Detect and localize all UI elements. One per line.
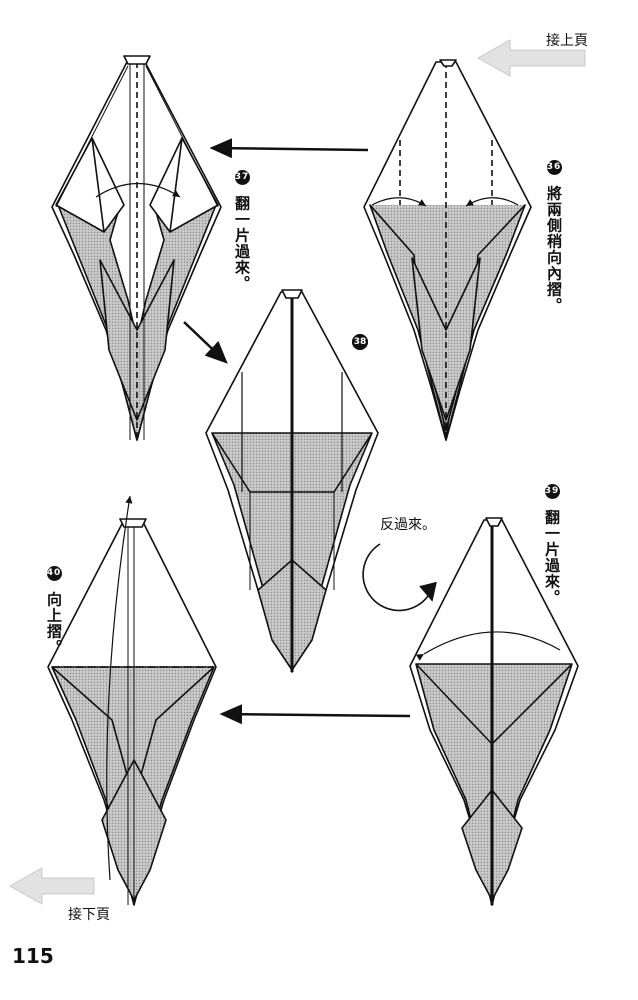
turn-over-label: 反過來。 xyxy=(380,517,436,533)
flow-arrow-37-to-38 xyxy=(183,321,228,364)
step-40-label: 40 向上摺。 xyxy=(44,566,65,655)
step-36-number: 36 xyxy=(546,160,562,175)
flow-arrow-39-to-40 xyxy=(219,704,411,725)
step-36-figure xyxy=(363,59,532,441)
step-40-number: 40 xyxy=(46,566,62,581)
page-number: 115 xyxy=(12,944,54,968)
step-38-number: 38 xyxy=(352,334,368,350)
next-page-label[interactable]: 接下頁 xyxy=(68,907,110,923)
step-39-instruction: 翻一片過來。 xyxy=(543,509,561,606)
step-39-figure xyxy=(409,517,579,906)
step-39-number: 39 xyxy=(544,484,560,499)
next-page-arrow-icon[interactable] xyxy=(8,867,95,905)
flow-arrow-36-to-37 xyxy=(209,138,369,159)
turn-over-arrow-icon xyxy=(362,543,437,612)
step-37-figure xyxy=(51,55,222,441)
step-36-instruction: 將兩側稍向內摺。 xyxy=(545,185,563,314)
step-36-label: 36 將兩側稍向內摺。 xyxy=(544,160,565,313)
prev-page-arrow-icon[interactable] xyxy=(476,39,586,77)
step-39-label: 39 翻一片過來。 xyxy=(542,484,563,605)
step-37-instruction: 翻一片過來。 xyxy=(233,195,251,292)
prev-page-label[interactable]: 接上頁 xyxy=(546,33,588,49)
step-37-label: 37 翻一片過來。 xyxy=(232,170,253,291)
step-38-figure xyxy=(205,289,379,673)
step-37-number: 37 xyxy=(234,170,250,185)
step-40-instruction: 向上摺。 xyxy=(45,591,63,656)
step-40-figure xyxy=(47,495,217,906)
